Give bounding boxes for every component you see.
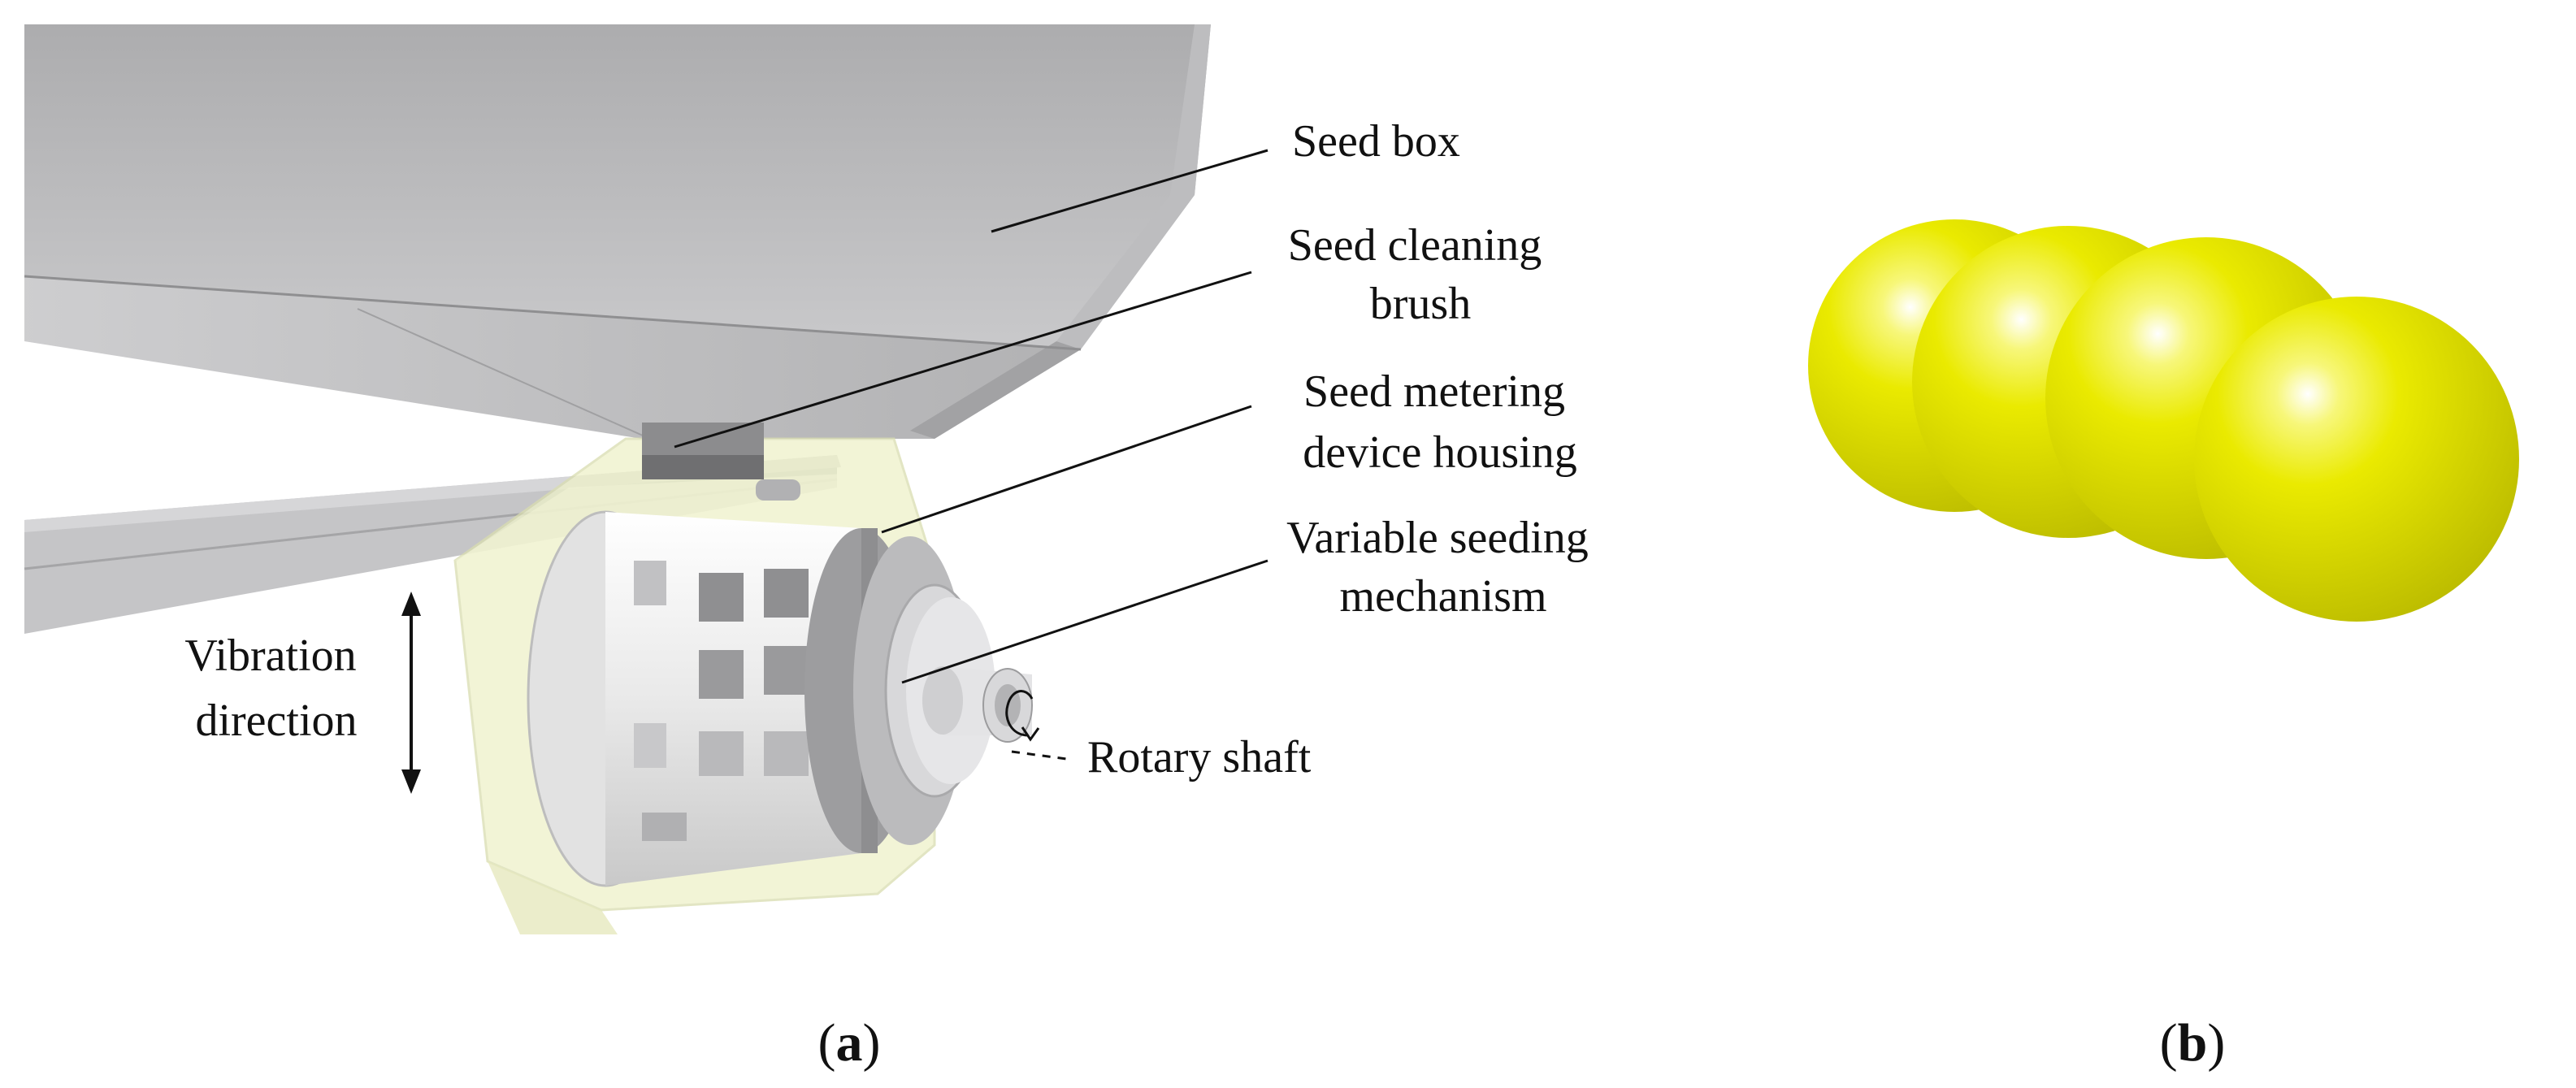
leader-line-housing: [881, 405, 1252, 534]
seed-particle-model: [1808, 219, 2519, 622]
leader-lines: [674, 149, 1268, 684]
rotary-shaft-shape: [922, 666, 1033, 743]
slotted-roller-shape: [527, 510, 861, 887]
panel-label-b: (b): [2160, 1013, 2226, 1073]
label-seed-box: Seed box: [1292, 116, 1460, 167]
seed-box-shape: [24, 24, 1211, 440]
leader-line-seed-box: [991, 149, 1268, 233]
cleaning-brush-shape: [642, 423, 800, 501]
rotation-arrow-icon: [1005, 690, 1073, 761]
label-metering-device-housing: Seed metering device housing: [1303, 366, 1576, 478]
panel-label-a: (a): [818, 1013, 881, 1073]
leader-line-variable-mechanism: [901, 559, 1268, 684]
seed-sphere-4: [2194, 297, 2519, 622]
label-variable-seeding-mechanism: Variable seeding mechanism: [1286, 513, 1600, 622]
label-seed-cleaning-brush: Seed cleaning brush: [1288, 220, 1554, 329]
label-vibration-direction: Vibration direction: [184, 631, 367, 746]
double-arrow-icon: [401, 592, 421, 794]
label-rotary-shaft: Rotary shaft: [1087, 732, 1312, 782]
seed-metering-device-drawing: [24, 24, 1211, 934]
leader-line-cleaning-brush: [674, 271, 1252, 449]
